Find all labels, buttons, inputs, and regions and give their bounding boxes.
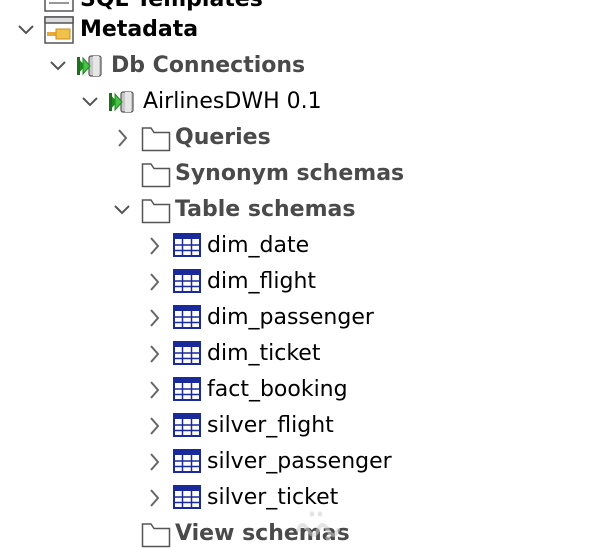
tree-item-label: AirlinesDWH 0.1 [143, 89, 322, 114]
tree-item-label: SQL Templates [80, 0, 263, 18]
metadata-icon [44, 16, 74, 48]
tree-item-label: dim_passenger [207, 305, 374, 330]
folder-icon [141, 124, 171, 156]
sql-templates-icon [44, 0, 74, 16]
chevron-right-icon[interactable] [144, 450, 164, 474]
tree-item-label: dim_date [207, 233, 310, 258]
table-icon [173, 340, 201, 370]
chevron-right-icon[interactable] [144, 486, 164, 510]
tree-item-table[interactable]: dim_flight [0, 264, 600, 300]
watermark-logo [296, 511, 340, 541]
tree-item-label: Metadata [80, 17, 199, 42]
tree-item-label: silver_passenger [207, 449, 392, 474]
tree-item-table[interactable]: dim_ticket [0, 336, 600, 372]
tree-item-label: Queries [175, 125, 271, 150]
chevron-right-icon[interactable] [144, 306, 164, 330]
db-connection-icon [76, 52, 108, 84]
tree-item-label: silver_ticket [207, 485, 339, 510]
db-connection-icon [108, 88, 140, 120]
table-icon [173, 412, 201, 442]
folder-icon [141, 160, 171, 192]
tree-item-label: silver_flight [207, 413, 334, 438]
tree-item-airlinesdwh[interactable]: AirlinesDWH 0.1 [0, 84, 600, 120]
tree-item-label: Synonym schemas [175, 161, 405, 186]
tree-item-label: dim_ticket [207, 341, 321, 366]
tree-item-sql-templates[interactable]: SQL Templates [0, 0, 600, 18]
chevron-down-icon[interactable] [80, 90, 100, 114]
tree-item-queries[interactable]: Queries [0, 120, 600, 156]
tree-item-db-connections[interactable]: Db Connections [0, 48, 600, 84]
table-icon [173, 448, 201, 478]
tree-item-table[interactable]: fact_booking [0, 372, 600, 408]
folder-icon [141, 520, 171, 550]
chevron-right-icon[interactable] [144, 342, 164, 366]
tree-item-table[interactable]: dim_date [0, 228, 600, 264]
table-icon [173, 484, 201, 514]
chevron-right-icon[interactable] [144, 270, 164, 294]
chevron-down-icon[interactable] [112, 198, 132, 222]
tree-item-label: Db Connections [111, 53, 306, 78]
chevron-down-icon[interactable] [48, 54, 68, 78]
table-icon [173, 304, 201, 334]
tree-item-table-schemas[interactable]: Table schemas [0, 192, 600, 228]
tree-item-label: dim_flight [207, 269, 317, 294]
tree-item-table[interactable]: dim_passenger [0, 300, 600, 336]
folder-icon [141, 196, 171, 228]
tree-item-table[interactable]: silver_flight [0, 408, 600, 444]
tree-item-table[interactable]: silver_passenger [0, 444, 600, 480]
tree-item-metadata[interactable]: Metadata [0, 12, 600, 48]
table-icon [173, 376, 201, 406]
table-icon [173, 268, 201, 298]
chevron-right-icon[interactable] [112, 126, 132, 150]
tree-item-synonym-schemas[interactable]: Synonym schemas [0, 156, 600, 192]
chevron-down-icon[interactable] [16, 18, 36, 42]
tree-item-label: fact_booking [207, 377, 348, 402]
chevron-right-icon[interactable] [144, 414, 164, 438]
tree-item-label: Table schemas [175, 197, 356, 222]
chevron-right-icon[interactable] [144, 378, 164, 402]
table-icon [173, 232, 201, 262]
tree-item-table[interactable]: silver_ticket [0, 480, 600, 516]
chevron-right-icon[interactable] [144, 234, 164, 258]
